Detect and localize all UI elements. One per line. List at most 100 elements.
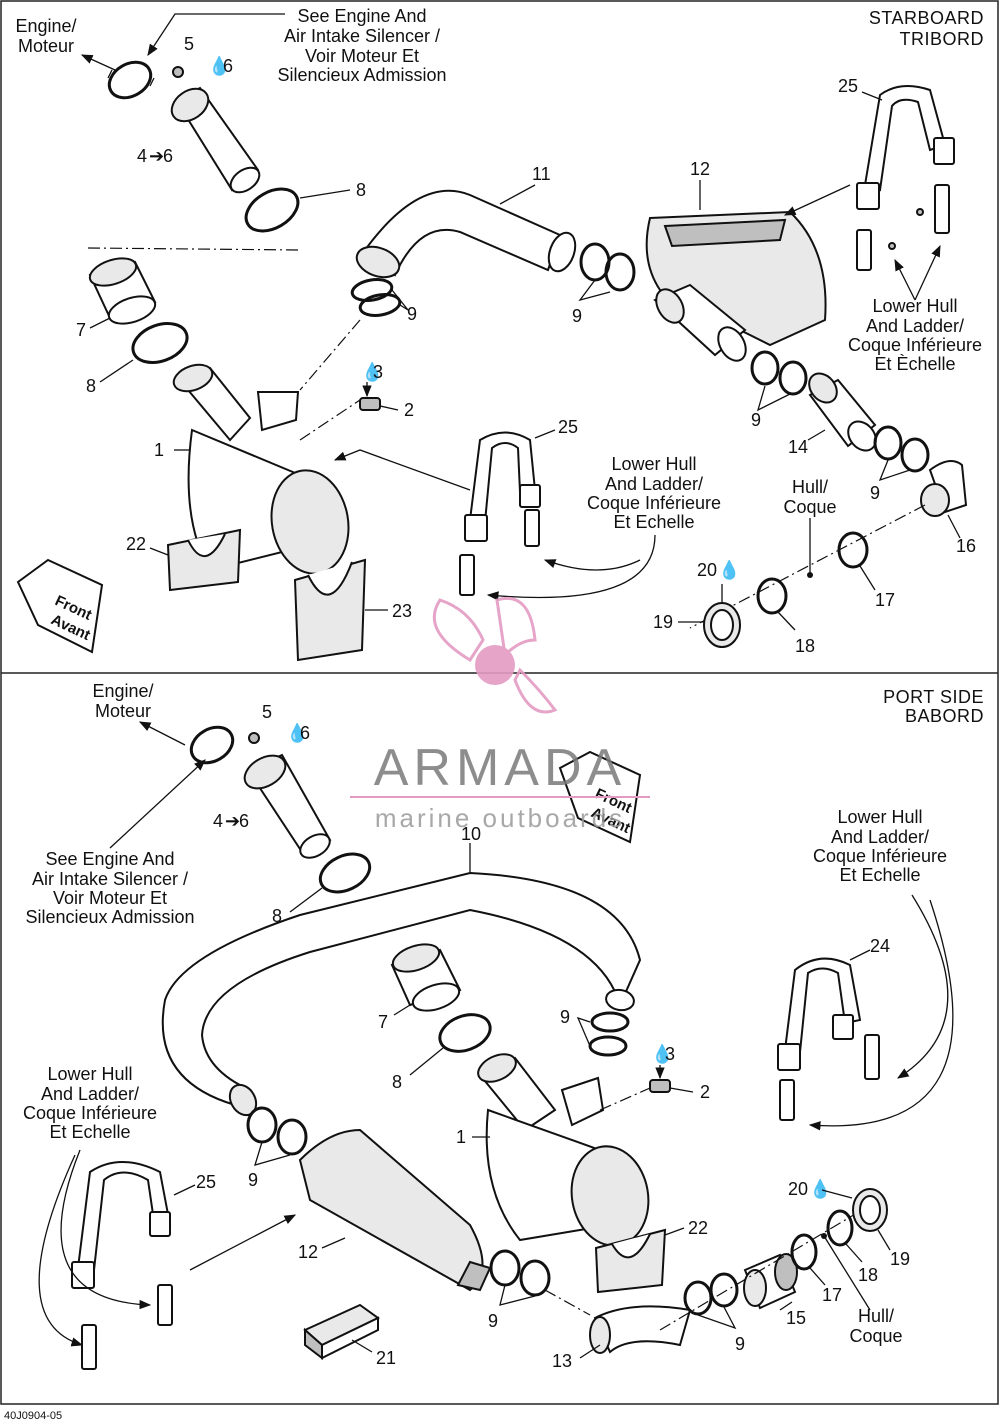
leader-13-bottom <box>579 1344 601 1359</box>
lower-hull-top-mid-4: Et Echelle <box>613 512 694 532</box>
leader-20-bottom <box>821 1189 853 1199</box>
clamp-9g-top <box>873 425 903 461</box>
label-top-23: 23 <box>392 601 412 621</box>
label-bottom-24: 24 <box>870 936 890 956</box>
label-bottom-20: 20 <box>788 1179 808 1199</box>
label-top-8a: 8 <box>356 180 366 200</box>
centerline-top-c <box>299 319 361 391</box>
leader-7-bottom <box>393 1004 411 1016</box>
label-top-6: 6 <box>223 56 233 76</box>
label-top-19: 19 <box>653 612 673 632</box>
lower-hull-top-right-3: Coque Inférieure <box>848 335 982 355</box>
outlet-19-top <box>703 602 741 648</box>
fitting-2-bottom <box>649 1079 671 1093</box>
drop-icon-top-3: 💧 <box>361 361 383 382</box>
leader-24-bottom <box>849 949 871 961</box>
label-top-25b: 25 <box>558 417 578 437</box>
arrow-hull-bottom-right-a <box>897 894 949 1079</box>
label-top-11: 11 <box>532 164 551 184</box>
label-bottom-9c: 9 <box>488 1311 498 1331</box>
label-top-7: 7 <box>76 320 86 340</box>
leader-9b-top <box>578 279 611 302</box>
engine-note-line2: Moteur <box>18 36 74 56</box>
label-bottom-18: 18 <box>858 1265 878 1285</box>
strap-24-bottom <box>777 957 880 1121</box>
armada-watermark: ARMADA marine outboards <box>350 597 650 833</box>
arrow-hull-bottom-left-b <box>38 1154 84 1347</box>
leader-7-top <box>89 317 111 329</box>
label-bottom-19: 19 <box>890 1249 910 1269</box>
elbow-16-top <box>920 460 968 517</box>
sleeve-7-bottom <box>390 943 462 1012</box>
label-top-2: 2 <box>404 400 414 420</box>
see-engine-line3: Voir Moteur Et <box>305 46 419 66</box>
arrow-hull-bottom-left-a <box>60 1149 152 1310</box>
leader-22-bottom <box>664 1227 685 1236</box>
propeller-logo <box>432 597 558 714</box>
hose-11-top <box>355 189 577 279</box>
label-top-4: 4 <box>137 146 147 166</box>
lower-hull-top-mid-1: Lower Hull <box>611 454 696 474</box>
label-bottom-6: 6 <box>300 723 310 743</box>
leader-8b-top <box>99 359 134 383</box>
hull-point-top <box>807 572 813 578</box>
clamp-9f-bottom <box>519 1259 551 1297</box>
clamp-9g-bottom <box>683 1280 713 1316</box>
leader-19-bottom <box>877 1229 891 1251</box>
label-top-12: 12 <box>690 159 710 179</box>
label-top-4to6: 6 <box>163 146 173 166</box>
gasket-18-top <box>756 577 788 615</box>
label-bottom-2: 2 <box>700 1082 710 1102</box>
clamp-9h-top <box>900 437 930 473</box>
label-bottom-3: 3 <box>665 1044 675 1064</box>
leader-18-top <box>777 611 796 631</box>
muffler-leader-top <box>333 449 471 491</box>
label-top-9c: 9 <box>751 410 761 430</box>
drop-icon-top-6: 💧 <box>208 55 230 76</box>
see-engine-line4: Silencieux Admission <box>277 65 446 85</box>
drop-icon-bottom-20: 💧 <box>809 1178 831 1199</box>
leader-14-top <box>807 429 826 441</box>
label-bottom-21: 21 <box>376 1348 396 1368</box>
see-engine-bottom-1: See Engine And <box>45 849 174 869</box>
label-bottom-8a: 8 <box>272 906 282 926</box>
brackets-top-right <box>856 184 950 271</box>
hull-note-bottom-1: Hull/ <box>858 1306 894 1326</box>
arrow-25-to-12 <box>783 184 851 216</box>
port-section: PORT SIDE BABORD Engine/ Moteur 5 💧 6 4 … <box>23 681 984 1371</box>
port-title: PORT SIDE <box>883 687 984 707</box>
arrow-hull-right-a <box>894 258 916 301</box>
leader-2-top <box>379 405 399 411</box>
waterbox-12-top <box>645 210 827 362</box>
waterbox-12-bottom <box>298 1128 492 1292</box>
clamp-8-top <box>244 187 300 233</box>
label-top-9d: 9 <box>870 483 880 503</box>
starboard-title-fr: TRIBORD <box>900 29 985 49</box>
label-bottom-9d: 9 <box>735 1334 745 1354</box>
see-engine-leader <box>147 13 285 56</box>
see-engine-leader-bottom <box>109 759 206 849</box>
label-bottom-15: 15 <box>786 1308 806 1328</box>
label-bottom-5: 5 <box>262 702 272 722</box>
watermark-brand: ARMADA <box>374 739 626 797</box>
leader-25-bottom <box>173 1184 196 1196</box>
leader-9c-bottom <box>499 1284 536 1306</box>
label-top-1: 1 <box>154 440 164 460</box>
lower-hull-bottom-right-1: Lower Hull <box>837 807 922 827</box>
connector-hose-bottom <box>243 753 332 859</box>
leader-17-bottom <box>809 1267 826 1286</box>
clamp-8-bottom <box>318 852 372 894</box>
fitting-5-bottom <box>248 732 260 744</box>
centerline-top-a <box>87 247 301 251</box>
leader-9d-bottom <box>697 1306 737 1330</box>
leader-9a-bottom <box>576 1016 591 1047</box>
hull-leader-bottom <box>823 1235 871 1311</box>
lower-hull-bottom-right-4: Et Echelle <box>839 865 920 885</box>
arrow-4-to-6-bottom: ➔ <box>225 811 240 831</box>
gasket-18-bottom <box>826 1209 854 1247</box>
lower-hull-top-right-2: And Ladder/ <box>866 316 964 336</box>
front-arrow-top: Front Avant <box>16 558 104 654</box>
clamp-9c-bottom <box>246 1106 278 1144</box>
label-bottom-12: 12 <box>298 1242 318 1262</box>
